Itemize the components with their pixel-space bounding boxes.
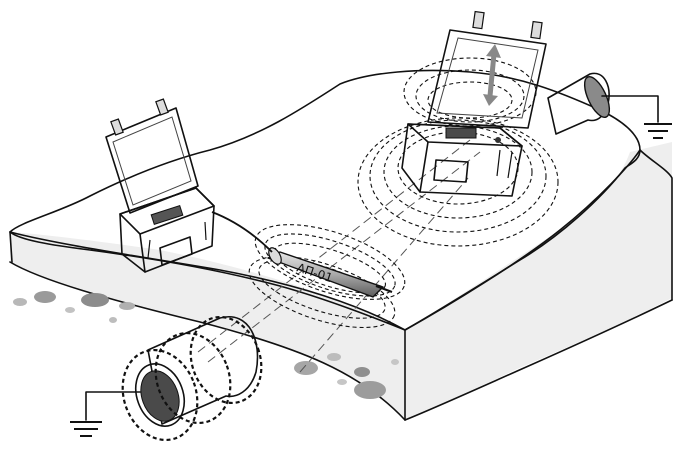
probe-cable <box>212 212 272 252</box>
receiver-case <box>106 99 214 272</box>
transmitter-case <box>402 12 546 196</box>
pipe-right-stub <box>548 73 614 134</box>
transmitter-field-lines <box>358 58 558 246</box>
ground-slab <box>10 71 672 421</box>
